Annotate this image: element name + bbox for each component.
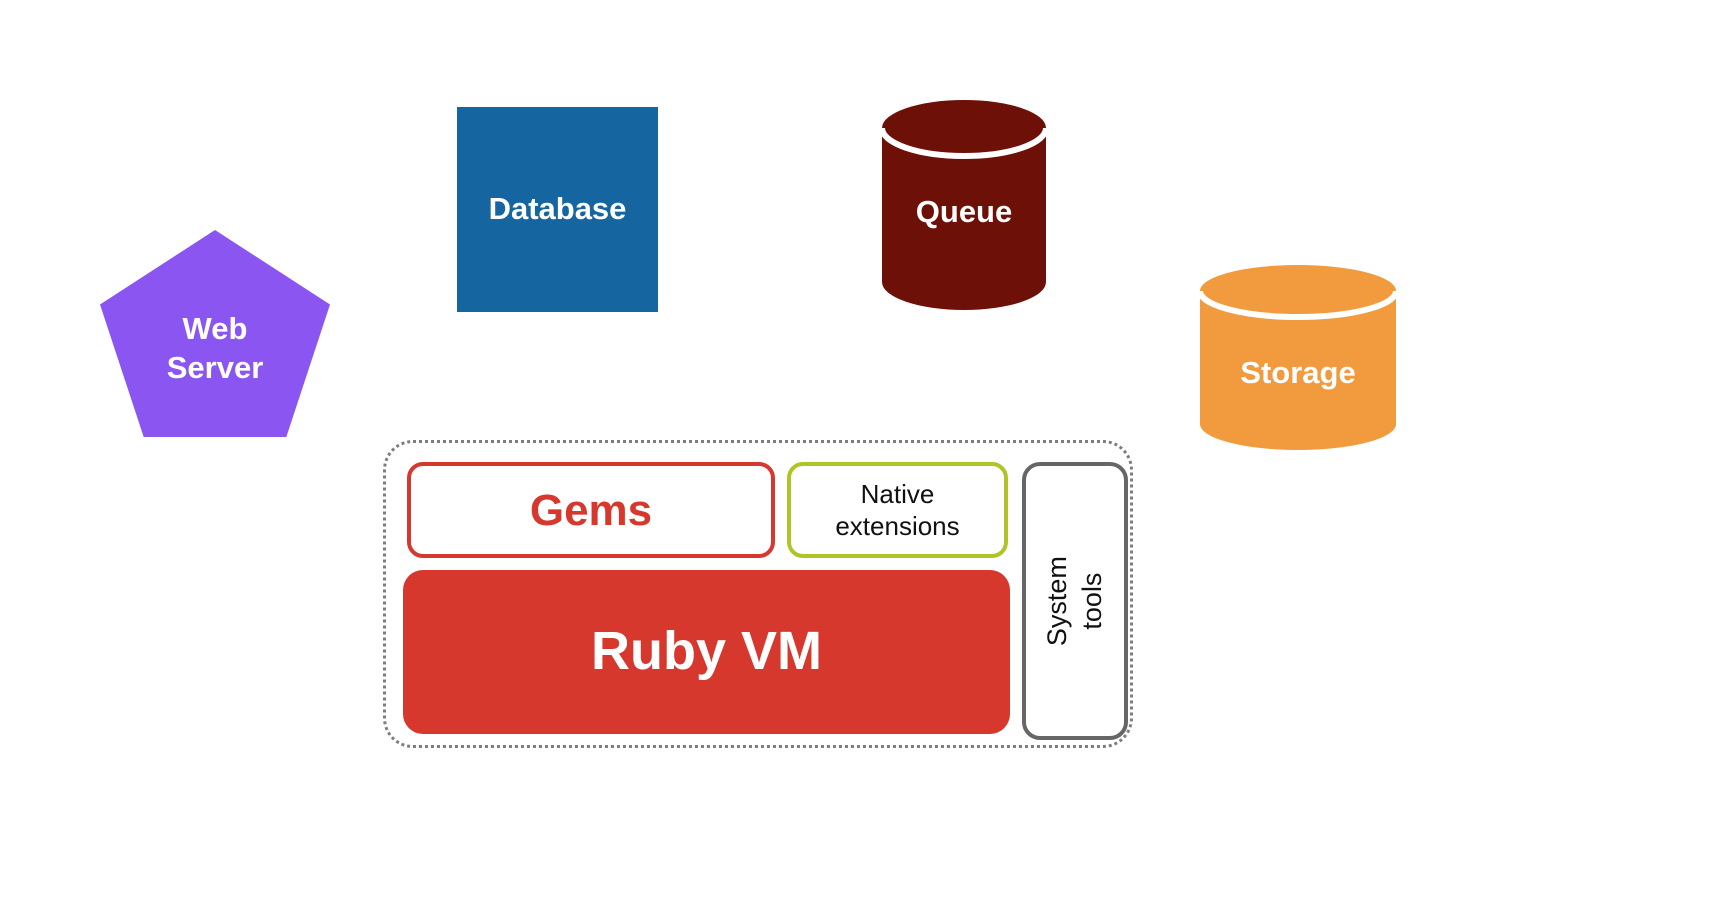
storage-cylinder-shape <box>1200 265 1396 450</box>
system-tools-node: System tools <box>1022 462 1128 740</box>
gems-label: Gems <box>529 485 653 535</box>
ruby-runtime-group: Gems Native extensions Ruby VM System to… <box>383 440 1133 748</box>
queue-cylinder-shape <box>882 100 1046 310</box>
storage-label: Storage <box>1240 355 1356 391</box>
ruby-vm-label: Ruby VM <box>590 621 822 682</box>
queue-label: Queue <box>915 193 1013 229</box>
storage-node: Storage <box>1200 265 1396 450</box>
web-server-node: Web Server <box>100 230 330 437</box>
queue-node: Queue <box>882 100 1046 310</box>
system-tools-label: System tools <box>1041 555 1107 647</box>
web-server-label: Web Server <box>166 310 264 385</box>
native-extensions-node: Native extensions <box>787 462 1008 558</box>
database-label: Database <box>488 191 627 227</box>
ruby-vm-node: Ruby VM <box>403 570 1010 734</box>
gems-node: Gems <box>407 462 775 558</box>
native-extensions-label: Native extensions <box>835 478 960 542</box>
database-node: Database <box>457 107 658 312</box>
